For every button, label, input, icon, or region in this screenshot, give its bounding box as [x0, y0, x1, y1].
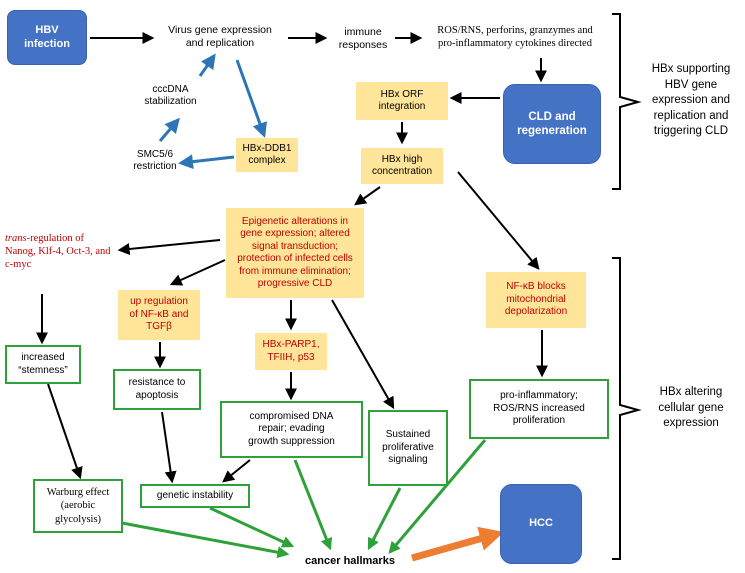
- arrow-virus-to-ddb1: [235, 59, 267, 138]
- arrow-warburg-to-cancer: [121, 521, 290, 559]
- nfkb-blocks-box: NF-κB blocks mitochondrial depolarizatio…: [486, 272, 586, 328]
- ros-cytokines-node: ROS/RNS, perforins, granzymes and pro-in…: [437, 24, 593, 49]
- arrow-compromised-to-genetic: [222, 459, 251, 483]
- hbx-ddb1-complex-box: HBx-DDB1 complex: [236, 138, 298, 172]
- trans-rest-text: -regulation of Nanog, Klf-4, Oct-3, and …: [5, 233, 111, 271]
- arrow-genetic-to-cancer: [209, 506, 295, 548]
- nfkb-tgfb-upregulation-box: up regulation of NF-κB and TGFβ: [118, 290, 200, 340]
- hbx-parp1-box: HBx-PARP1, TFIIH, p53: [255, 333, 327, 370]
- hcc-box: HCC: [500, 484, 582, 564]
- epigenetic-alterations-box: Epigenetic alterations in gene expressio…: [226, 208, 364, 298]
- brace-top: [612, 13, 642, 190]
- resistance-apoptosis-box: resistance to apoptosis: [113, 369, 201, 410]
- arrow-resistance-to-genetic: [161, 411, 177, 484]
- arrow-compromised-to-cancer: [293, 459, 333, 551]
- arrow-proinflam-to-cancer: [388, 439, 487, 554]
- trans-regulation-node: trans-regulation of Nanog, Klf-4, Oct-3,…: [5, 230, 115, 292]
- compromised-dna-repair-box: compromised DNA repair; evading growth s…: [220, 401, 363, 458]
- hbv-infection-box: HBV infection: [7, 10, 87, 65]
- arrow-epi-to-sustained: [331, 299, 395, 410]
- proinflammatory-box: pro-inflammatory; ROS/RNS increased prol…: [469, 379, 609, 439]
- sustained-proliferative-box: Sustained proliferative signaling: [368, 410, 448, 486]
- arrow-smc-to-cccdna: [158, 117, 180, 142]
- arrow-epi-to-upreg: [169, 259, 226, 286]
- arrow-high-to-nfkb: [457, 171, 540, 270]
- arrow-epi-to-trans: [117, 239, 221, 256]
- arrow-cancer-to-hcc: [411, 526, 505, 562]
- warburg-effect-box: Warburg effect (aerobic glycolysis): [33, 479, 123, 533]
- cld-regeneration-box: CLD and regeneration: [503, 84, 601, 164]
- arrow-high-to-epigenetic: [354, 186, 381, 206]
- increased-stemness-box: increased “stemness”: [5, 345, 81, 384]
- arrow-ddb1-to-smc: [178, 154, 235, 170]
- hbx-high-concentration-box: HBx high concentration: [361, 148, 443, 184]
- virus-gene-expression-node: Virus gene expression and replication: [168, 23, 272, 49]
- genetic-instability-box: genetic instability: [140, 484, 250, 508]
- hbx-orf-integration-box: HBx ORF integration: [356, 82, 448, 120]
- brace-label-top: HBx supporting HBV gene expression and r…: [651, 63, 731, 138]
- arrow-sustained-to-cancer: [367, 487, 402, 551]
- cancer-hallmarks-label: cancer hallmarks: [305, 555, 395, 568]
- cccdna-stabilization-node: cccDNA stabilization: [144, 83, 197, 108]
- arrow-cccdna-to-virus: [198, 53, 216, 77]
- brace-bottom: [612, 257, 642, 560]
- arrow-stemness-to-warburg: [47, 383, 83, 480]
- immune-responses-node: immune responses: [338, 25, 388, 51]
- brace-label-bottom: HBx altering cellular gene expression: [658, 386, 724, 430]
- smc56-restriction-node: SMC5/6 restriction: [133, 148, 177, 173]
- trans-italic-text: trans: [5, 233, 27, 244]
